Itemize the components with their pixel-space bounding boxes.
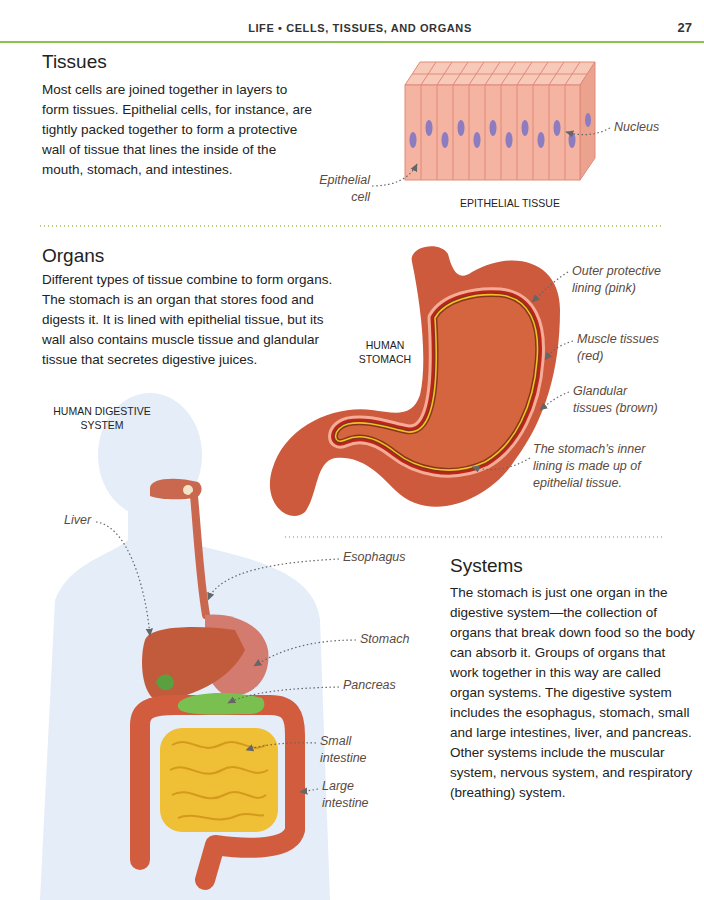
running-header: LIFE • CELLS, TISSUES, AND ORGANS xyxy=(190,21,530,35)
body-text: The stomach is just one organ in the dig… xyxy=(450,583,695,803)
callout-label: Nucleus xyxy=(614,119,689,136)
figure-caption: EPITHELIAL TISSUE xyxy=(435,196,585,210)
header-rule xyxy=(0,41,704,43)
callout-label: Large intestine xyxy=(322,778,384,812)
callout-label: Epithelial cell xyxy=(302,172,370,206)
figure-caption: HUMAN DIGESTIVE SYSTEM xyxy=(52,404,152,432)
callout-label: Stomach xyxy=(360,631,440,648)
callout-label: Liver xyxy=(64,512,124,529)
callout-label: Esophagus xyxy=(343,549,433,566)
callout-label: Pancreas xyxy=(343,677,423,694)
section-divider xyxy=(285,536,664,538)
figure-caption: HUMAN STOMACH xyxy=(345,338,425,366)
body-text: Most cells are joined together in layers… xyxy=(42,80,317,180)
callout-label: Small intestine xyxy=(320,733,382,767)
callout-label: The stomach’s inner lining is made up of… xyxy=(533,441,668,492)
callout-label: Outer protective lining (pink) xyxy=(572,263,682,297)
body-text: Different types of tissue combine to for… xyxy=(42,270,337,370)
epithelial-tissue-block xyxy=(405,62,595,180)
section-heading: Systems xyxy=(450,554,650,579)
digestive-organs xyxy=(140,479,295,880)
human-silhouette xyxy=(40,393,330,900)
page-number: 27 xyxy=(652,20,692,37)
callout-label: Glandular tissues (brown) xyxy=(573,383,663,417)
section-divider xyxy=(40,225,664,227)
section-heading: Tissues xyxy=(42,50,242,75)
callout-label: Muscle tissues (red) xyxy=(577,331,672,365)
section-heading: Organs xyxy=(42,244,242,269)
